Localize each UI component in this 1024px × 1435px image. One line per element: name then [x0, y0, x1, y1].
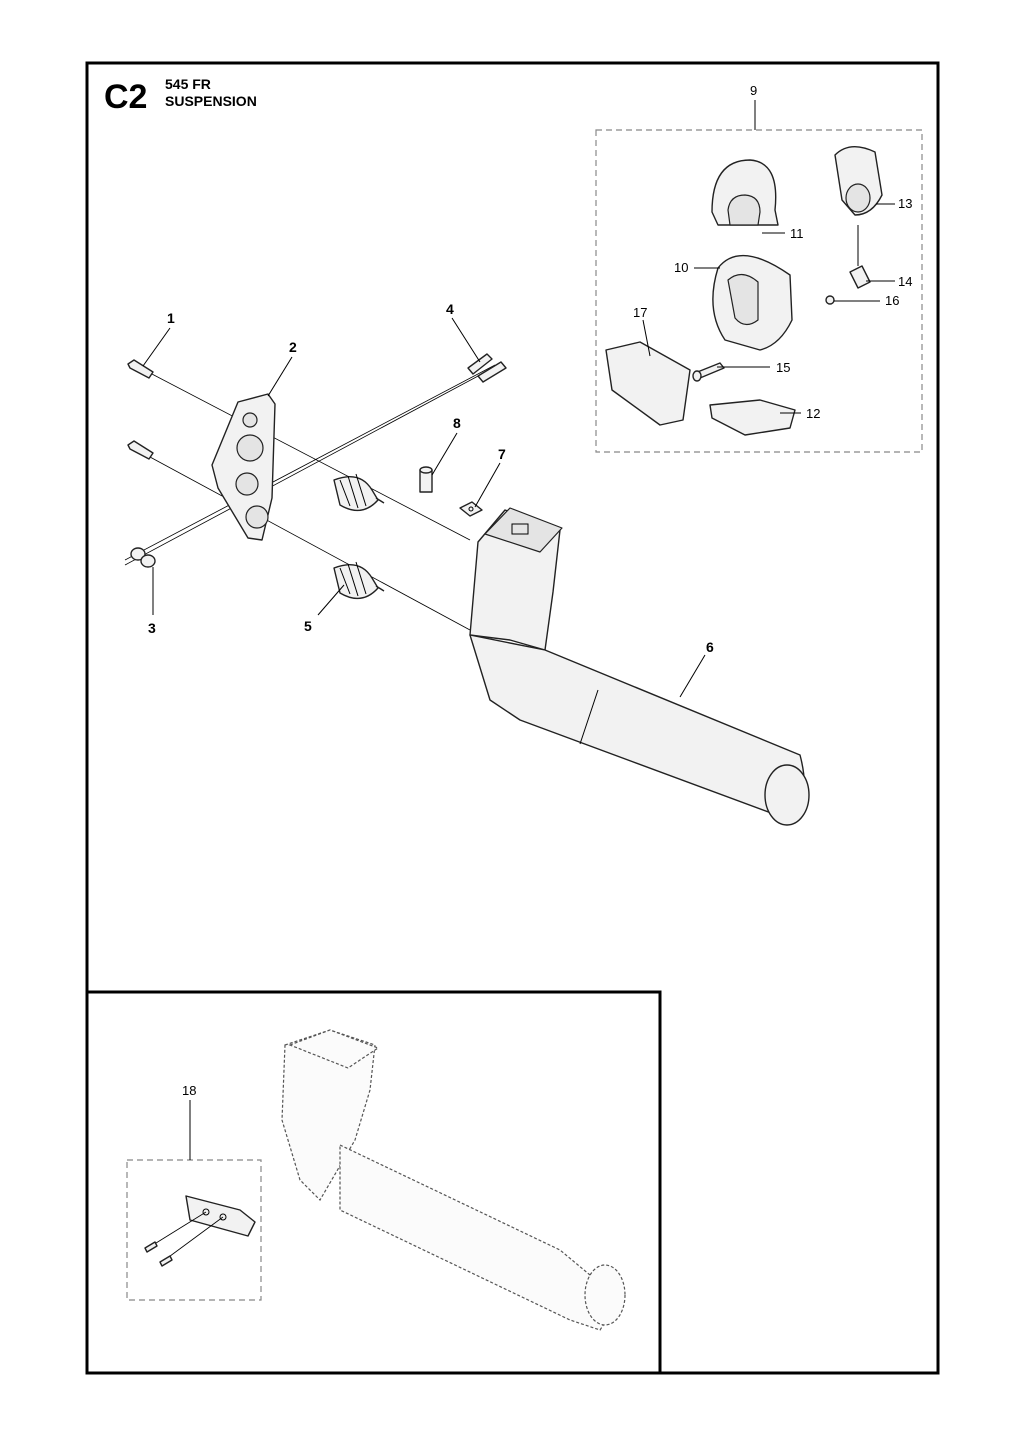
callout-14: 14 [898, 274, 912, 289]
callout-10: 10 [674, 260, 688, 275]
diagram-header: C2 545 FR SUSPENSION [104, 76, 257, 116]
callout-labels: 1 2 3 4 5 6 7 8 9 10 11 12 13 14 15 16 1… [148, 83, 912, 1098]
callout-8: 8 [453, 415, 461, 431]
callout-3: 3 [148, 620, 156, 636]
callout-16: 16 [885, 293, 899, 308]
callout-17: 17 [633, 305, 647, 320]
callout-15: 15 [776, 360, 790, 375]
callout-7: 7 [498, 446, 506, 462]
callout-2: 2 [289, 339, 297, 355]
callout-1: 1 [167, 310, 175, 326]
callout-5: 5 [304, 618, 312, 634]
kit-9-boundary [595, 129, 923, 453]
part-5-damper-lower [333, 561, 385, 600]
assembly-axis-lines [124, 364, 496, 631]
callout-9: 9 [750, 83, 757, 98]
callout-18: 18 [182, 1083, 196, 1098]
part-2-bracket [211, 393, 276, 541]
inset-handle-ghost [281, 1029, 626, 1331]
callout-13: 13 [898, 196, 912, 211]
part-8-bushing [419, 466, 433, 493]
part-7-square-nut [459, 501, 483, 517]
kit-18-boundary [126, 1159, 262, 1301]
part-17-grip-pad [605, 341, 691, 426]
model-name: 545 FR [165, 76, 211, 92]
diagram-code: C2 [104, 78, 147, 116]
part-16-washer [825, 295, 835, 305]
callout-12: 12 [806, 406, 820, 421]
callout-4: 4 [446, 301, 454, 317]
part-12-trigger [709, 399, 796, 436]
part-10-housing [712, 254, 793, 351]
part-11-cover [711, 159, 779, 226]
part-4-bolt [467, 353, 507, 383]
callout-6: 6 [706, 639, 714, 655]
part-14-pin [849, 225, 871, 289]
part-1-bolt [127, 359, 154, 460]
part-15-screw [692, 362, 725, 382]
part-13-grip-end [834, 146, 883, 216]
callout-leaders [142, 203, 895, 698]
inset-frame [87, 990, 662, 1373]
section-title: SUSPENSION [165, 93, 257, 109]
outer-frame [85, 61, 940, 1375]
part-5-damper-upper [333, 473, 385, 512]
callout-11: 11 [790, 226, 804, 241]
part-18-bracket [144, 1195, 256, 1267]
part-6-handle-tube [469, 507, 810, 826]
part-3-nut [130, 547, 156, 568]
